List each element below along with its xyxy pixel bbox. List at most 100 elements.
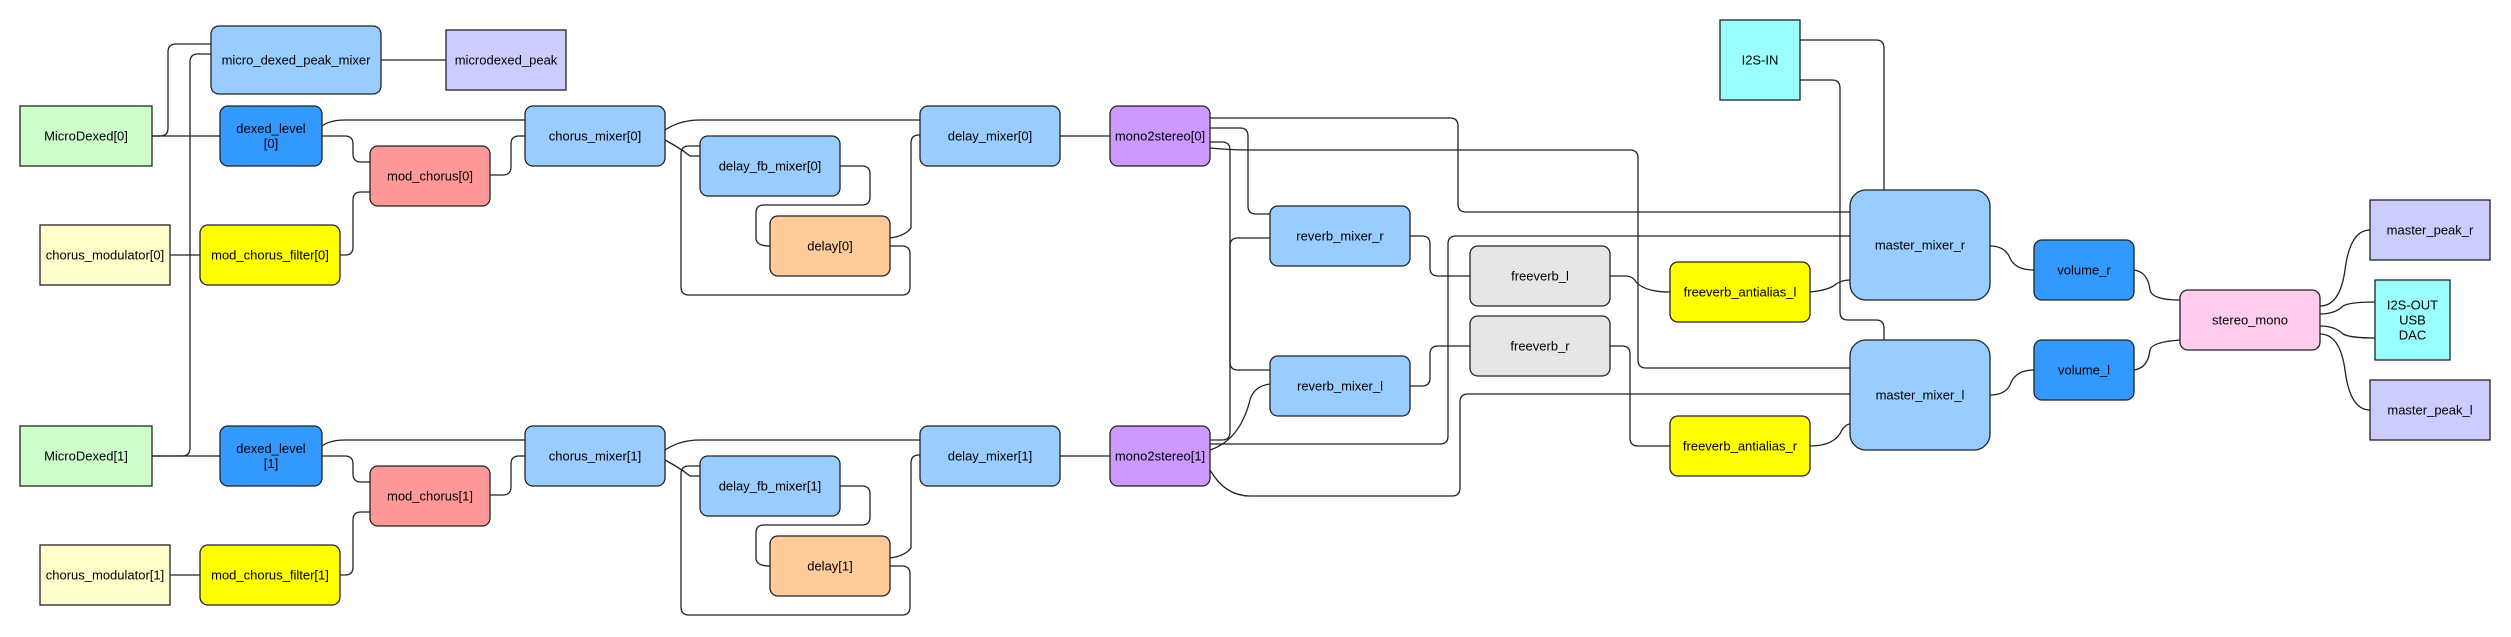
wire-freeverbr-antialiasr [1610,345,1670,447]
node-i2s-in[interactable]: I2S-IN [1719,19,1801,101]
wire-mastermixerl-volumel [1989,369,2035,396]
modchorus1-label: mod_chorus[1] [387,489,473,504]
node-mod-chorus1[interactable]: mod_chorus[1] [369,465,491,527]
node-microdexed-peak[interactable]: microdexed_peak [445,29,567,91]
node-delay-fb-mixer0[interactable]: delay_fb_mixer[0] [699,135,841,197]
node-delay-mixer0[interactable]: delay_mixer[0] [919,105,1061,167]
node-delay-fb-mixer1[interactable]: delay_fb_mixer[1] [699,455,841,517]
node-micro-dexed-peak-mixer[interactable]: micro_dexed_peak_mixer [210,25,382,95]
node-chorus-modulator0[interactable]: chorus_modulator[0] [39,224,171,286]
masterpeakr-label: master_peak_r [2387,223,2474,238]
wire-volumer-stereomono [2133,269,2181,301]
wire-modfilter0-modchorus0 [340,191,370,256]
node-mono2stereo0[interactable]: mono2stereo[0] [1109,105,1211,167]
wire-microdexed0-peakmixer [152,43,211,137]
microdexedpeak-label: microdexed_peak [455,53,558,68]
wire-mono2stereo0-reverbmixerl [1210,141,1270,371]
wire-dexedlevel1-modchorus1 [322,455,370,483]
freeverbl-box [1469,245,1611,307]
wire-mono2stereo0-mastermixerr [1210,117,1850,213]
chorusmixer0-box [524,105,666,167]
node-stereo-mono[interactable]: stereo_mono [2179,289,2321,351]
node-microdexed0[interactable]: MicroDexed[0] [19,105,153,167]
wire-modchorus1-chorusmixer1 [490,455,525,496]
node-dexed-level1[interactable]: dexed_level[1] [219,425,323,487]
node-freeverb-antialias-l[interactable]: freeverb_antialias_l [1669,261,1811,323]
delay0-box [769,215,891,277]
chorusmod1-box [39,544,171,606]
dexedlevel0-label: [0] [264,136,278,151]
wire-modchorus0-chorusmixer0 [490,135,525,176]
stereomono-label: stereo_mono [2212,313,2288,328]
wire-delay0-delayfb0 [680,145,911,296]
node-reverb-mixer-l[interactable]: reverb_mixer_l [1269,355,1411,417]
node-freeverb-antialias-r[interactable]: freeverb_antialias_r [1669,415,1811,477]
node-dexed-level0[interactable]: dexed_level[0] [219,105,323,167]
node-mod-chorus0[interactable]: mod_chorus[0] [369,145,491,207]
dexedlevel0-label: dexed_level [236,121,305,136]
node-master-peak-l[interactable]: master_peak_l [2369,379,2491,441]
volumer-box [2033,239,2135,301]
node-delay0[interactable]: delay[0] [769,215,891,277]
chorusmixer1-box [524,425,666,487]
node-mono2stereo1[interactable]: mono2stereo[1] [1109,425,1211,487]
node-master-peak-r[interactable]: master_peak_r [2369,199,2491,261]
wire-delayfb0-delay0 [755,165,871,247]
delay1-box [769,535,891,597]
wire-chorusmixer0-delayfb0 [664,139,700,157]
modchorus0-label: mod_chorus[0] [387,169,473,184]
node-master-mixer-r[interactable]: master_mixer_r [1849,189,1991,301]
modfilter1-label: mod_chorus_filter[1] [211,568,329,583]
modchorus0-box [369,145,491,207]
antialiasl-label: freeverb_antialias_l [1684,285,1797,300]
node-freeverb-l[interactable]: freeverb_l [1469,245,1611,307]
node-chorus-mixer0[interactable]: chorus_mixer[0] [524,105,666,167]
delay1-label: delay[1] [807,559,853,574]
chorusmixer1-label: chorus_mixer[1] [549,449,641,464]
freeverbl-label: freeverb_l [1511,269,1569,284]
mono2stereo1-box [1109,425,1211,487]
i2sout-label: DAC [2399,328,2426,343]
wire-mono2stereo1-reverbmixerl [1209,383,1271,451]
node-volume-l[interactable]: volume_l [2033,339,2135,401]
wire-chorusmixer0-delaymixer0 [664,119,920,131]
mono2stereo1-label: mono2stereo[1] [1115,449,1205,464]
dexedlevel1-box [219,425,323,487]
node-master-mixer-l[interactable]: master_mixer_l [1849,339,1991,451]
wire-dexedlevel0-chorusmixer0 [321,119,525,127]
modfilter1-box [199,544,341,606]
node-delay-mixer1[interactable]: delay_mixer[1] [919,425,1061,487]
wire-mono2stereo0-reverbmixerr [1210,127,1270,215]
node-reverb-mixer-r[interactable]: reverb_mixer_r [1269,205,1411,267]
connection-lines [152,39,2376,616]
wire-delay1-delaymixer1 [889,454,920,559]
node-mod-chorus-filter1[interactable]: mod_chorus_filter[1] [199,544,341,606]
delayfb0-label: delay_fb_mixer[0] [719,159,822,174]
node-mod-chorus-filter0[interactable]: mod_chorus_filter[0] [199,224,341,286]
delaymixer1-label: delay_mixer[1] [948,449,1033,464]
microdexed1-label: MicroDexed[1] [44,449,128,464]
wire-chorusmixer1-delaymixer1 [664,439,920,451]
freeverbr-label: freeverb_r [1510,339,1570,354]
wire-mono2stereo1-reverbmixerr [1210,237,1270,441]
wire-mastermixerr-volumer [1989,245,2035,271]
delayfb1-box [699,455,841,517]
node-delay1[interactable]: delay[1] [769,535,891,597]
wire-mono2stereo1-mastermixerl [1209,393,1850,497]
wire-volumel-stereomono [2133,339,2181,371]
delayfb0-box [699,135,841,197]
i2sout-label: I2S-OUT [2387,298,2438,313]
wire-reverbmixerr-freeverbl [1410,235,1470,277]
micropeakmixer-box [210,25,382,95]
antialiasr-box [1669,415,1811,477]
node-chorus-modulator1[interactable]: chorus_modulator[1] [39,544,171,606]
node-volume-r[interactable]: volume_r [2033,239,2135,301]
node-chorus-mixer1[interactable]: chorus_mixer[1] [524,425,666,487]
chorusmod1-label: chorus_modulator[1] [46,568,165,583]
node-freeverb-r[interactable]: freeverb_r [1469,315,1611,377]
wire-mono2stereo1-mastermixerr [1210,235,1850,445]
wire-delay0-delaymixer0 [889,134,920,239]
node-microdexed1[interactable]: MicroDexed[1] [19,425,153,487]
